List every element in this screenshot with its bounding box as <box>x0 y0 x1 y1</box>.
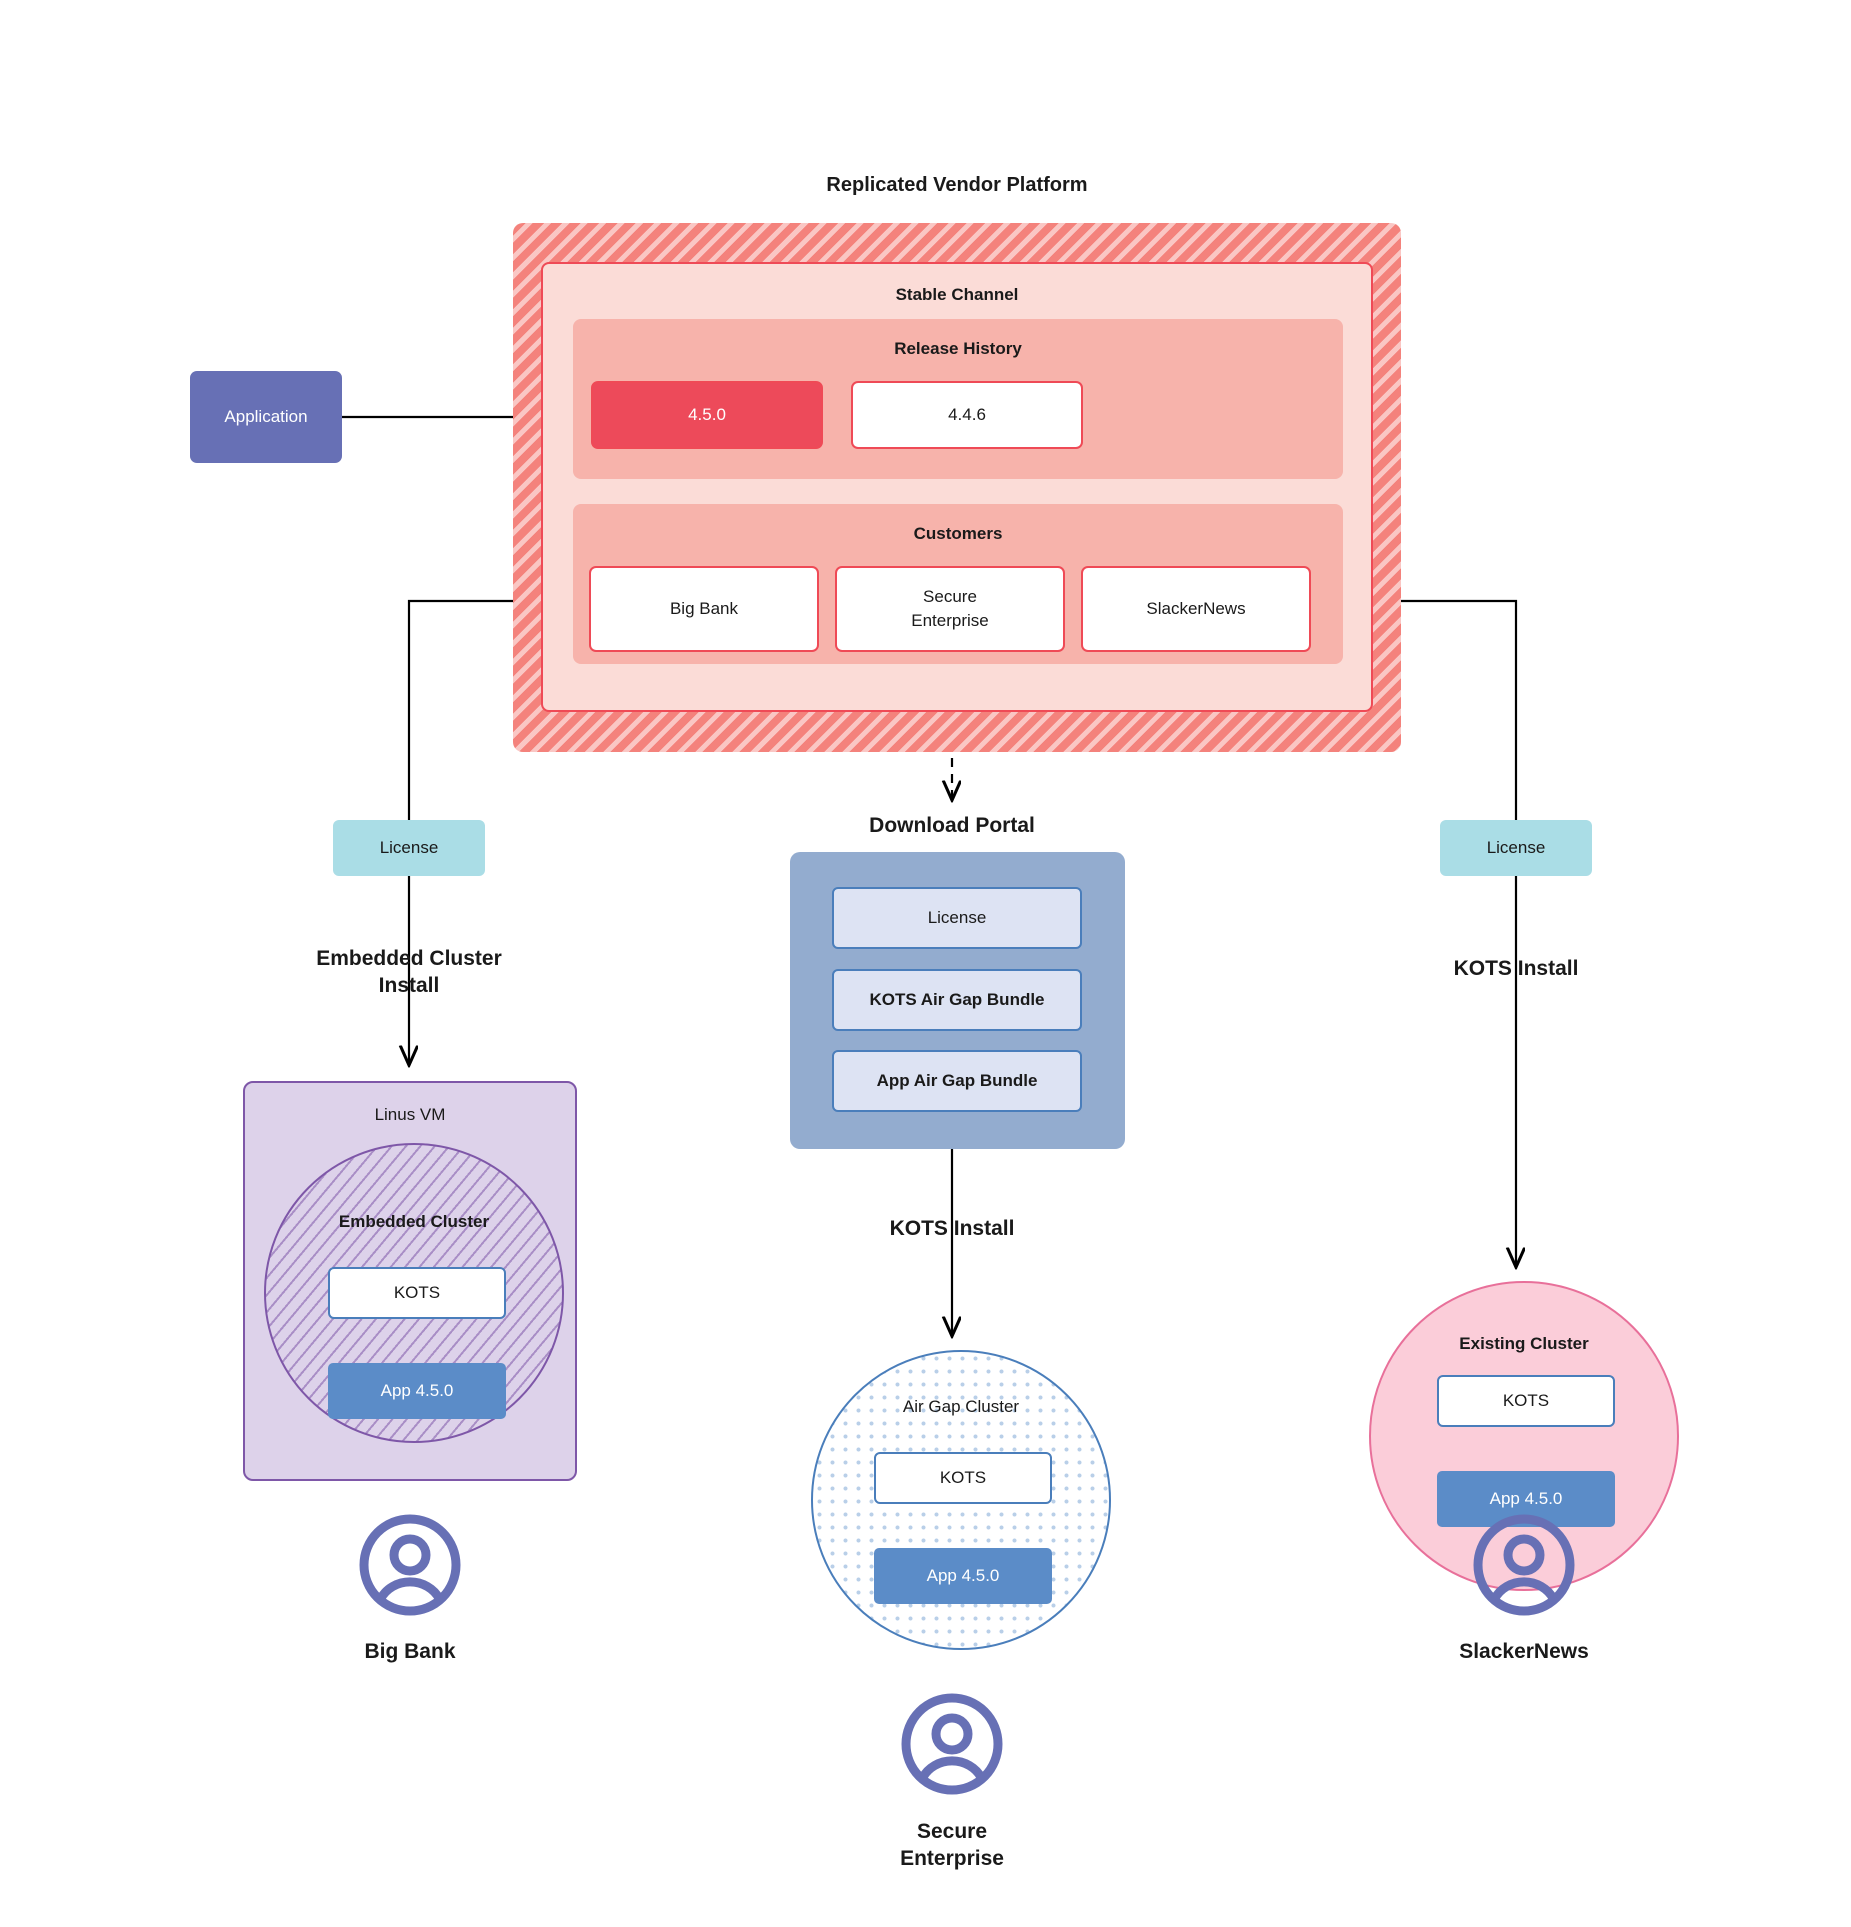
persona-label-secure-enterprise: Secure Enterprise <box>900 1820 1004 1871</box>
persona-label-slackernews: SlackerNews <box>1459 1640 1589 1663</box>
stable-channel-container: Stable Channel Release History 4.5.0 4.4… <box>541 262 1373 712</box>
application-node[interactable]: Application <box>190 371 342 463</box>
air-gap-cluster-label: Air Gap Cluster <box>902 1397 1020 1416</box>
customers-label: Customers <box>913 524 1003 543</box>
linux-vm-container: Linus VM Embedded Cluster KOTS App 4.5.0 <box>243 1081 577 1481</box>
license-chip-left[interactable]: License <box>333 820 485 876</box>
license-label: License <box>379 838 439 857</box>
kots-node-airgap[interactable]: KOTS <box>874 1452 1052 1504</box>
user-avatar-icon <box>359 1514 461 1616</box>
replicated-vendor-platform-container: Stable Channel Release History 4.5.0 4.4… <box>513 223 1401 752</box>
app-node-embedded[interactable]: App 4.5.0 <box>328 1363 506 1419</box>
app-label: App 4.5.0 <box>1489 1489 1563 1508</box>
embedded-cluster-install-label: Embedded Cluster Install <box>316 947 502 998</box>
customer-secure-enterprise[interactable]: Secure Enterprise <box>835 566 1065 652</box>
linux-vm-label: Linus VM <box>374 1105 446 1124</box>
existing-cluster-label: Existing Cluster <box>1459 1334 1589 1353</box>
kots-label: KOTS <box>393 1283 441 1302</box>
customer-big-bank[interactable]: Big Bank <box>589 566 819 652</box>
kots-label: KOTS <box>939 1468 987 1487</box>
release-item-current[interactable]: 4.5.0 <box>591 381 823 449</box>
download-portal-title: Download Portal <box>869 814 1035 837</box>
portal-item-kots-air-gap-bundle[interactable]: KOTS Air Gap Bundle <box>832 969 1082 1031</box>
persona-label-big-bank: Big Bank <box>364 1640 456 1663</box>
embedded-cluster-label: Embedded Cluster <box>338 1212 490 1231</box>
license-label: License <box>1486 838 1546 857</box>
embedded-cluster-circle: Embedded Cluster KOTS App 4.5.0 <box>264 1143 564 1443</box>
portal-item-label: App Air Gap Bundle <box>876 1071 1038 1090</box>
page-title: Replicated Vendor Platform <box>826 174 1088 196</box>
download-portal-container: License KOTS Air Gap Bundle App Air Gap … <box>790 852 1125 1149</box>
stable-channel-label: Stable Channel <box>895 285 1019 304</box>
customer-name: SlackerNews <box>1146 599 1246 619</box>
release-item-previous[interactable]: 4.4.6 <box>851 381 1083 449</box>
customer-name: Big Bank <box>669 599 739 619</box>
app-label: App 4.5.0 <box>380 1381 454 1400</box>
existing-cluster-circle: Existing Cluster KOTS App 4.5.0 <box>1369 1281 1679 1591</box>
portal-item-license[interactable]: License <box>832 887 1082 949</box>
kots-install-label-middle: KOTS Install <box>889 1217 1015 1240</box>
user-avatar-icon <box>1473 1514 1575 1616</box>
kots-node-existing[interactable]: KOTS <box>1437 1375 1615 1427</box>
release-history-panel: Release History 4.5.0 4.4.6 <box>573 319 1343 479</box>
air-gap-cluster-circle: Air Gap Cluster KOTS App 4.5.0 <box>811 1350 1111 1650</box>
release-version: 4.5.0 <box>688 405 726 424</box>
release-version: 4.4.6 <box>948 405 986 424</box>
portal-item-app-air-gap-bundle[interactable]: App Air Gap Bundle <box>832 1050 1082 1112</box>
license-chip-right[interactable]: License <box>1440 820 1592 876</box>
kots-label: KOTS <box>1502 1391 1550 1410</box>
portal-item-label: License <box>927 908 987 927</box>
app-node-airgap[interactable]: App 4.5.0 <box>874 1548 1052 1604</box>
portal-item-label: KOTS Air Gap Bundle <box>869 990 1045 1009</box>
customer-slackernews[interactable]: SlackerNews <box>1081 566 1311 652</box>
kots-install-label-right: KOTS Install <box>1453 957 1579 980</box>
kots-node-embedded[interactable]: KOTS <box>328 1267 506 1319</box>
customer-name: Secure Enterprise <box>911 587 989 630</box>
customers-panel: Customers Big Bank Secure Enterprise Sla… <box>573 504 1343 664</box>
application-label: Application <box>224 407 308 426</box>
app-label: App 4.5.0 <box>926 1566 1000 1585</box>
user-avatar-icon <box>901 1693 1003 1795</box>
release-history-label: Release History <box>894 339 1022 358</box>
